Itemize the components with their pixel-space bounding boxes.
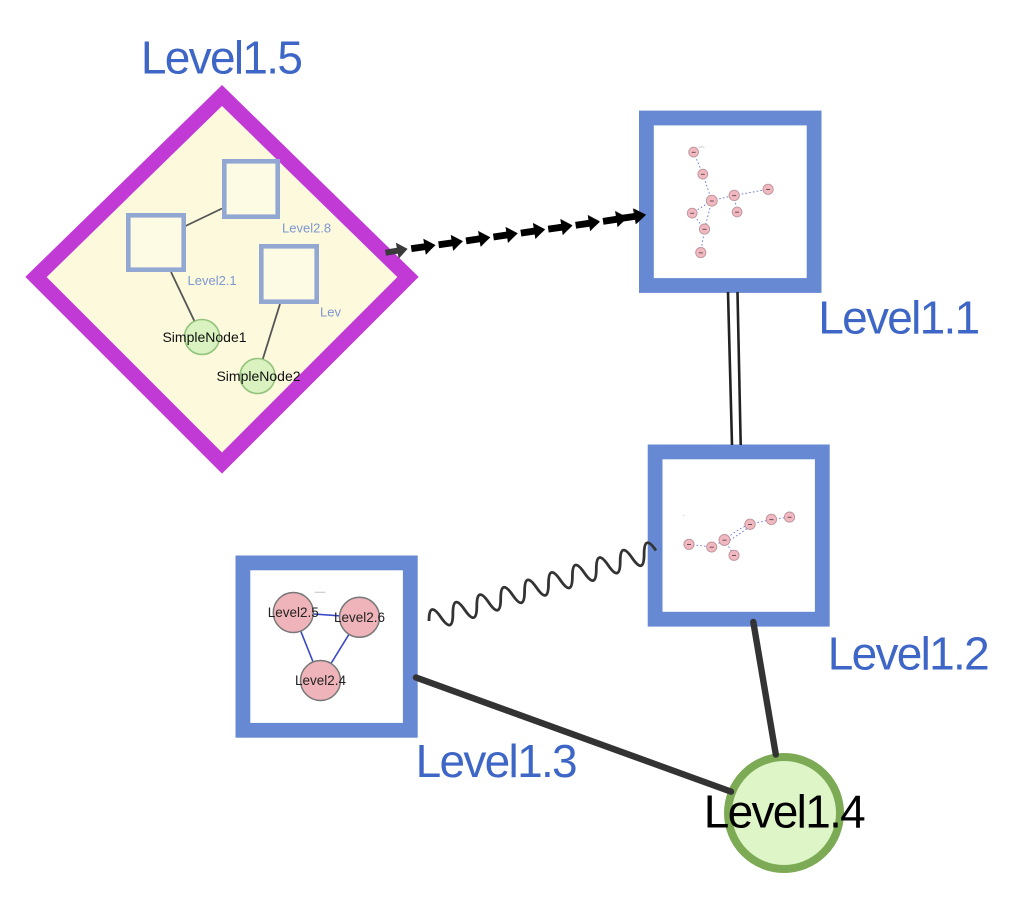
svg-text:Level2.5: Level2.5 — [268, 605, 319, 620]
svg-text:Level2.1: Level2.1 — [188, 273, 237, 288]
svg-text:Level1.2: Level1.2 — [828, 628, 988, 680]
svg-text:SimpleNode1: SimpleNode1 — [162, 329, 246, 345]
svg-text:Level2.8: Level2.8 — [282, 221, 331, 236]
svg-text:Lev: Lev — [320, 305, 341, 320]
svg-text:SimpleNode2: SimpleNode2 — [216, 368, 300, 384]
svg-text:Level2.6: Level2.6 — [334, 610, 385, 625]
svg-text:Level1.4: Level1.4 — [704, 786, 865, 838]
svg-text:Level2.4: Level2.4 — [295, 673, 347, 688]
svg-text:Level1.3: Level1.3 — [416, 735, 576, 787]
svg-text:Level1.5: Level1.5 — [141, 32, 301, 84]
svg-text:Level1.1: Level1.1 — [818, 292, 978, 344]
